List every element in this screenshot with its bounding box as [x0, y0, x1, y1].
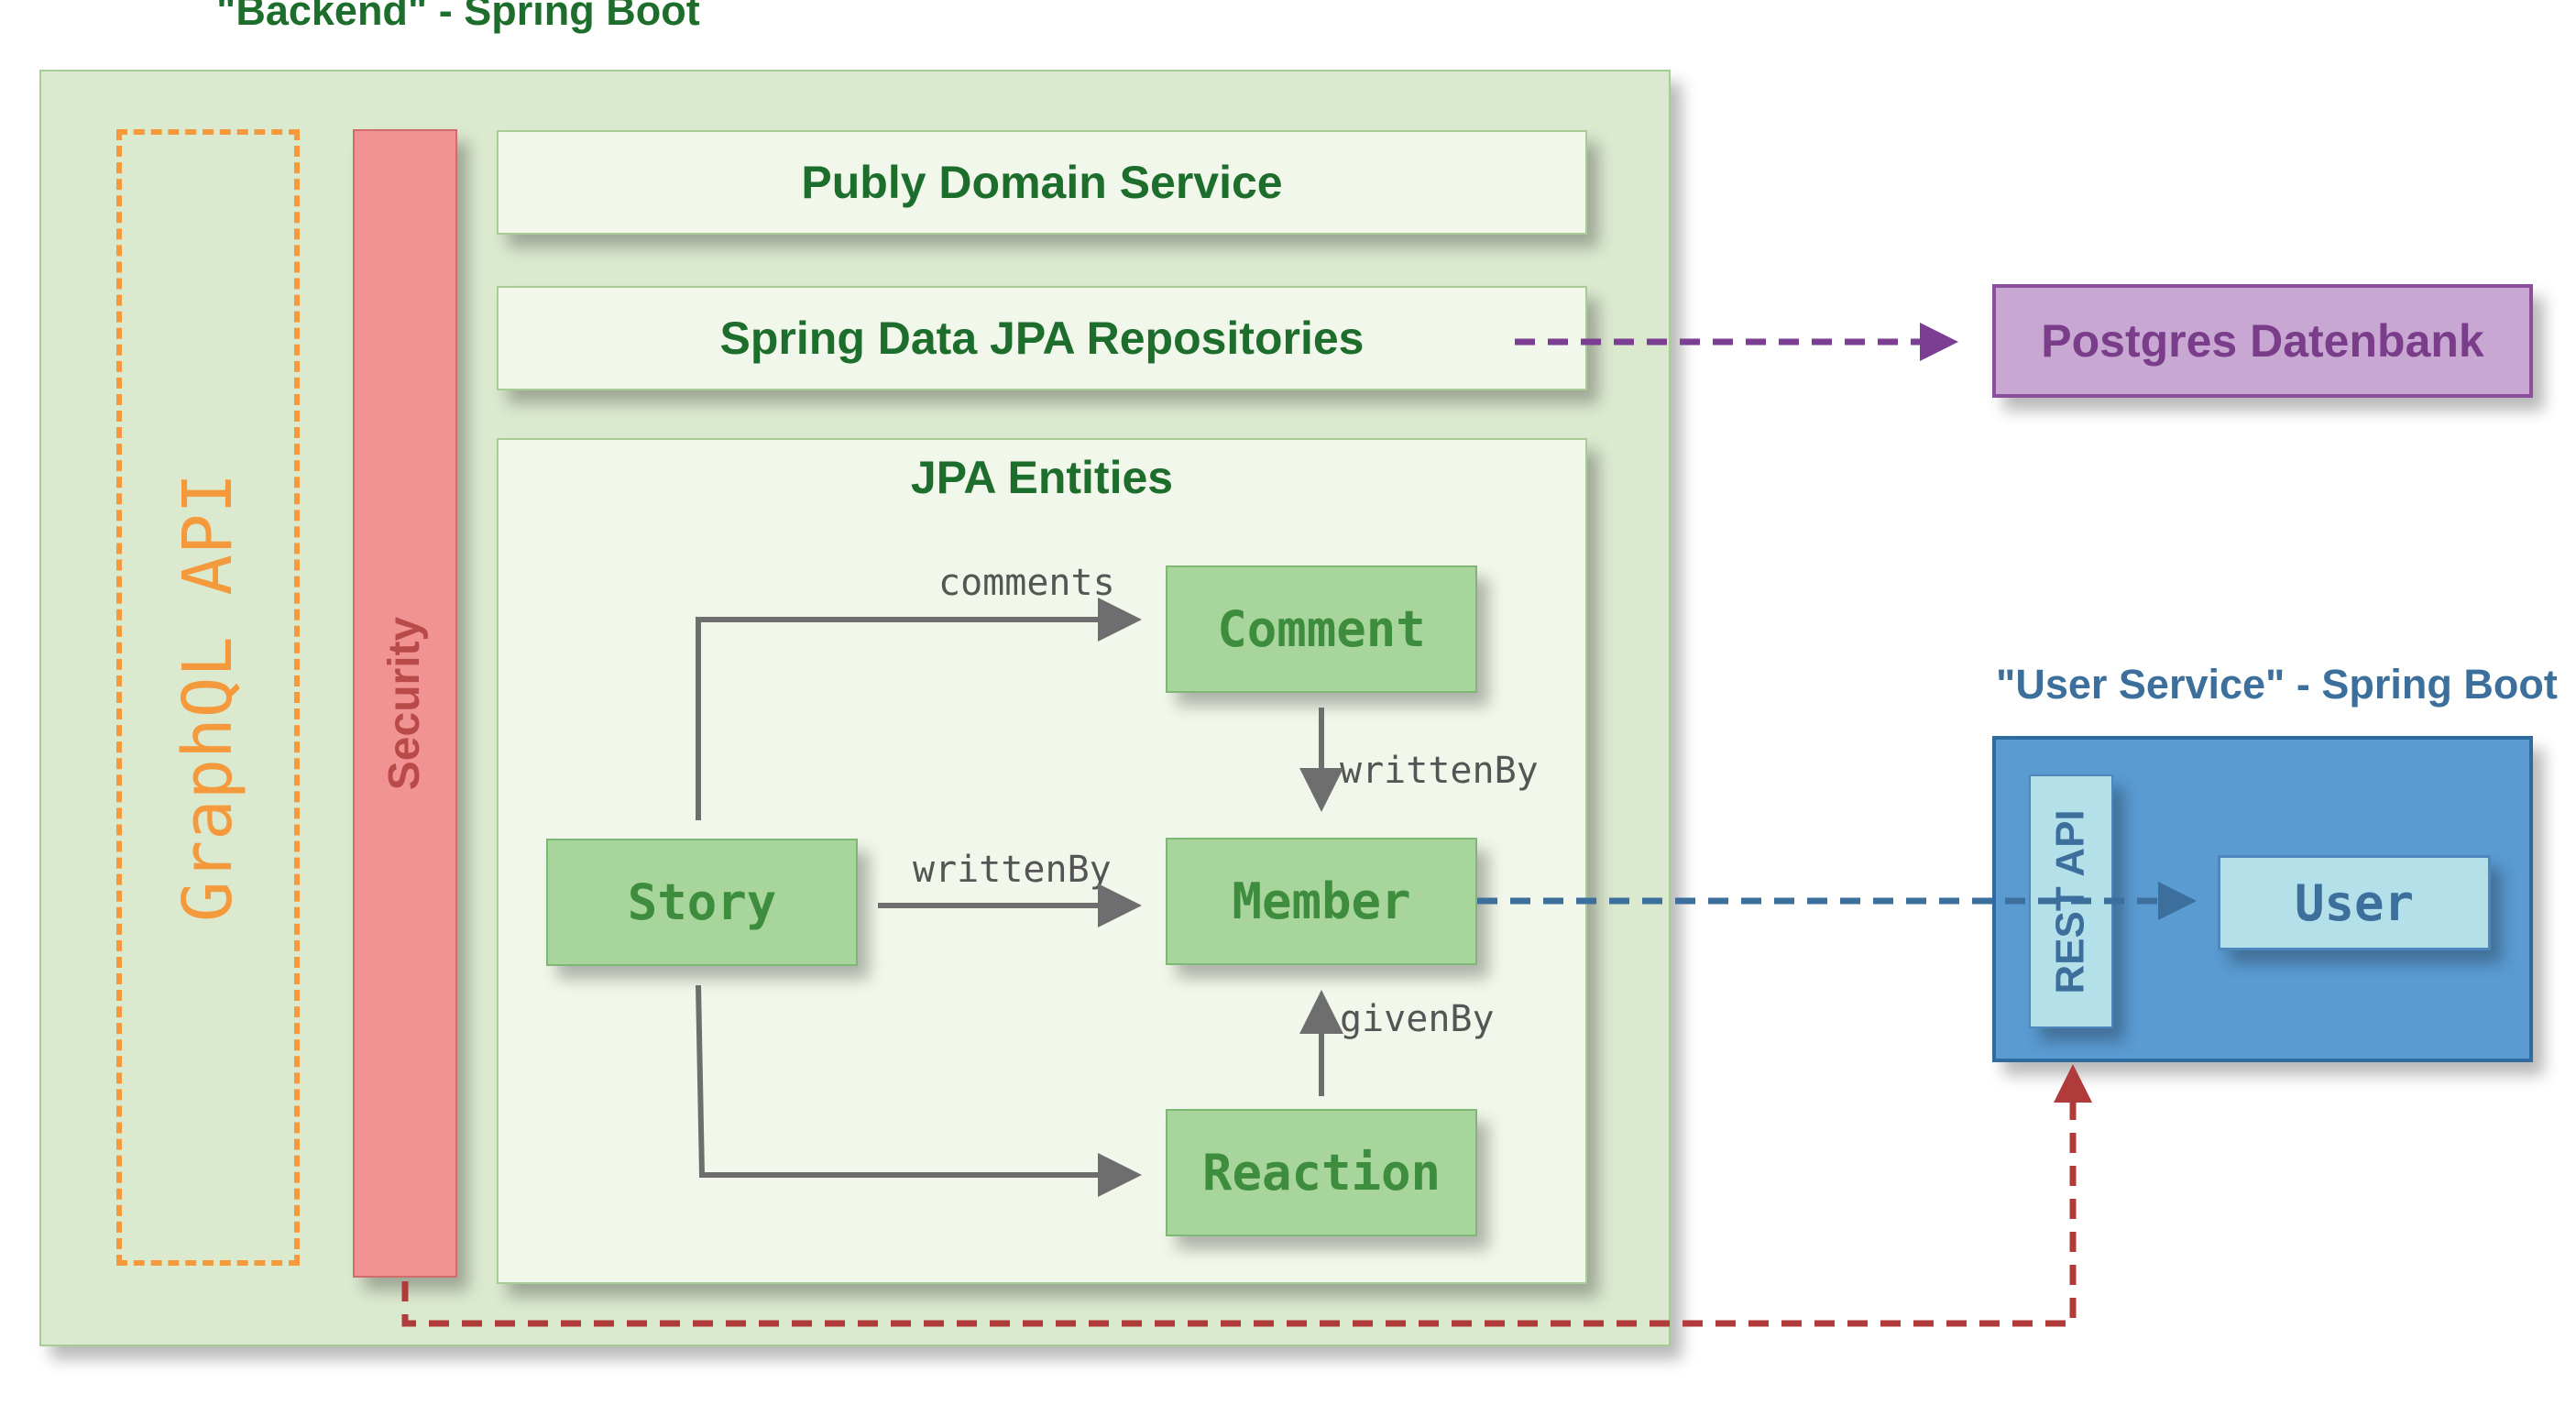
domain-service-box: Publy Domain Service: [497, 130, 1587, 235]
entity-comment-label: Comment: [1217, 600, 1426, 658]
edge-label-comment-writtenby: writtenBy: [1340, 750, 1539, 792]
security-layer: Security: [353, 129, 457, 1278]
postgres-database-box: Postgres Datenbank: [1992, 284, 2533, 398]
user-label: User: [2294, 873, 2415, 932]
postgres-database-label: Postgres Datenbank: [2041, 315, 2484, 367]
repositories-box: Spring Data JPA Repositories: [497, 286, 1587, 390]
security-label: Security: [380, 616, 430, 791]
entity-story-label: Story: [627, 873, 777, 931]
entity-story: Story: [546, 839, 858, 966]
user-box: User: [2218, 855, 2491, 950]
entity-member: Member: [1166, 838, 1477, 965]
entity-comment: Comment: [1166, 565, 1477, 693]
entity-reaction-label: Reaction: [1201, 1144, 1441, 1202]
graphql-api-label: GraphQL API: [169, 472, 248, 923]
edge-label-story-writtenby: writtenBy: [913, 849, 1112, 891]
repositories-label: Spring Data JPA Repositories: [719, 313, 1365, 364]
edge-label-givenby: givenBy: [1340, 998, 1495, 1040]
backend-title: "Backend" - Spring Boot: [216, 0, 700, 34]
rest-api-label: REST API: [2048, 808, 2094, 994]
edge-label-comments: comments: [938, 562, 1115, 604]
entity-member-label: Member: [1232, 873, 1411, 930]
entity-reaction: Reaction: [1166, 1109, 1477, 1236]
domain-service-label: Publy Domain Service: [801, 157, 1283, 208]
graphql-api-box: GraphQL API: [116, 129, 300, 1266]
rest-api-box: REST API: [2029, 774, 2113, 1028]
user-service-title: "User Service" - Spring Boot: [1996, 661, 2558, 708]
jpa-entities-title: JPA Entities: [910, 452, 1174, 503]
